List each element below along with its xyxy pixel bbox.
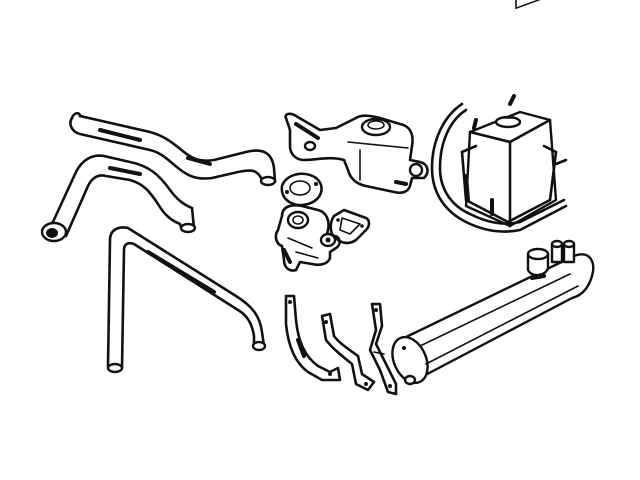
cylindrical-tank	[391, 239, 595, 386]
upper-water-pipe	[69, 111, 277, 187]
round-gasket	[280, 172, 323, 207]
bracket-right	[368, 302, 398, 396]
water-pump-elbow	[274, 204, 341, 272]
square-gasket	[329, 208, 371, 245]
bracket-left	[284, 294, 342, 382]
overflow-hose	[430, 102, 568, 233]
bracket-middle	[320, 312, 376, 392]
expansion-tank	[460, 0, 568, 228]
long-l-pipe	[106, 226, 267, 374]
thermostat-housing	[284, 112, 429, 195]
lower-water-pipe	[40, 154, 197, 243]
